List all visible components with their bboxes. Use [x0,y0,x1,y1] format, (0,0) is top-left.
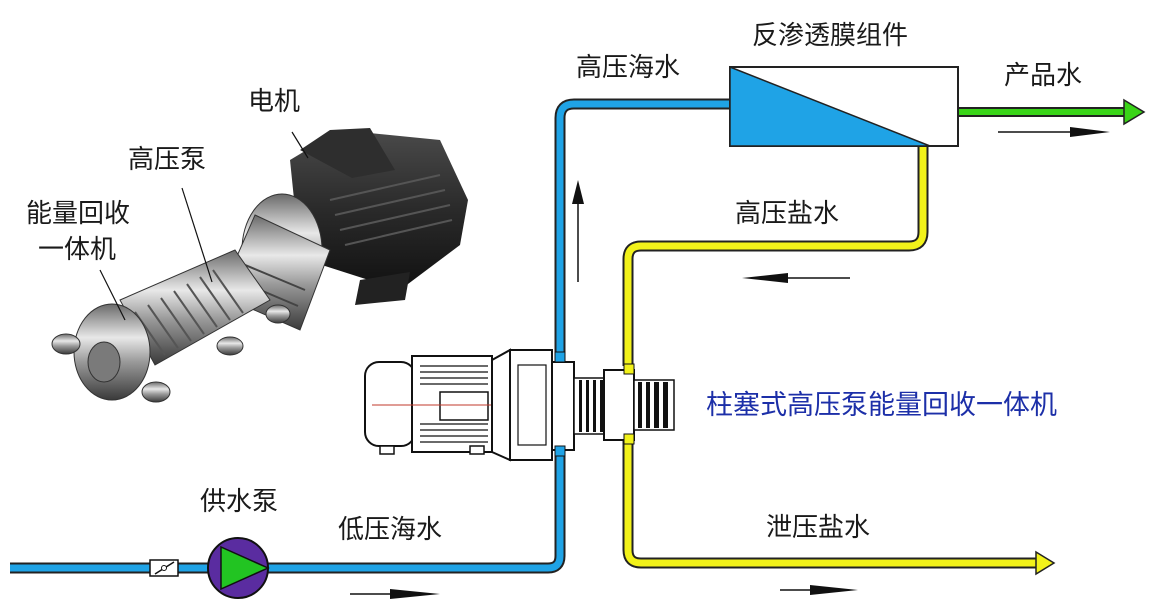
high-pressure-brine-pipe [622,146,929,366]
feed-pump-icon [207,537,270,599]
low-pressure-seawater-label: 低压海水 [338,515,442,545]
check-valve-icon [149,559,179,577]
pump-photo [51,128,468,403]
high-pressure-seawater-label: 高压海水 [576,53,680,83]
ro-module-label: 反渗透膜组件 [752,21,908,51]
arrow-icon-brine-left [742,273,850,283]
motor-label: 电机 [248,87,300,117]
high-pressure-seawater-pipe [554,98,732,358]
arrow-icon-relieved [780,585,858,595]
product-water-label: 产品水 [1004,61,1082,91]
ro-membrane-module [729,65,959,147]
plunger-unit-schematic [364,348,675,462]
low-pressure-seawater-pipe [10,454,566,574]
product-water-pipe [958,98,1146,126]
arrow-icon-up [572,180,584,282]
feed-pump-label: 供水泵 [200,487,278,517]
arrow-icon-product [998,127,1110,137]
relieved-brine-pipe [622,436,1056,576]
energy-recovery-label-2: 一体机 [38,235,116,265]
leader-lines [99,131,309,321]
plunger-unit-label: 柱塞式高压泵能量回收一体机 [706,390,1057,421]
high-pressure-pump-label: 高压泵 [128,145,206,175]
arrow-icon-low-pressure [350,589,440,599]
energy-recovery-label-1: 能量回收 [26,199,130,229]
high-pressure-brine-label: 高压盐水 [735,199,839,229]
relieved-brine-label: 泄压盐水 [766,513,870,543]
